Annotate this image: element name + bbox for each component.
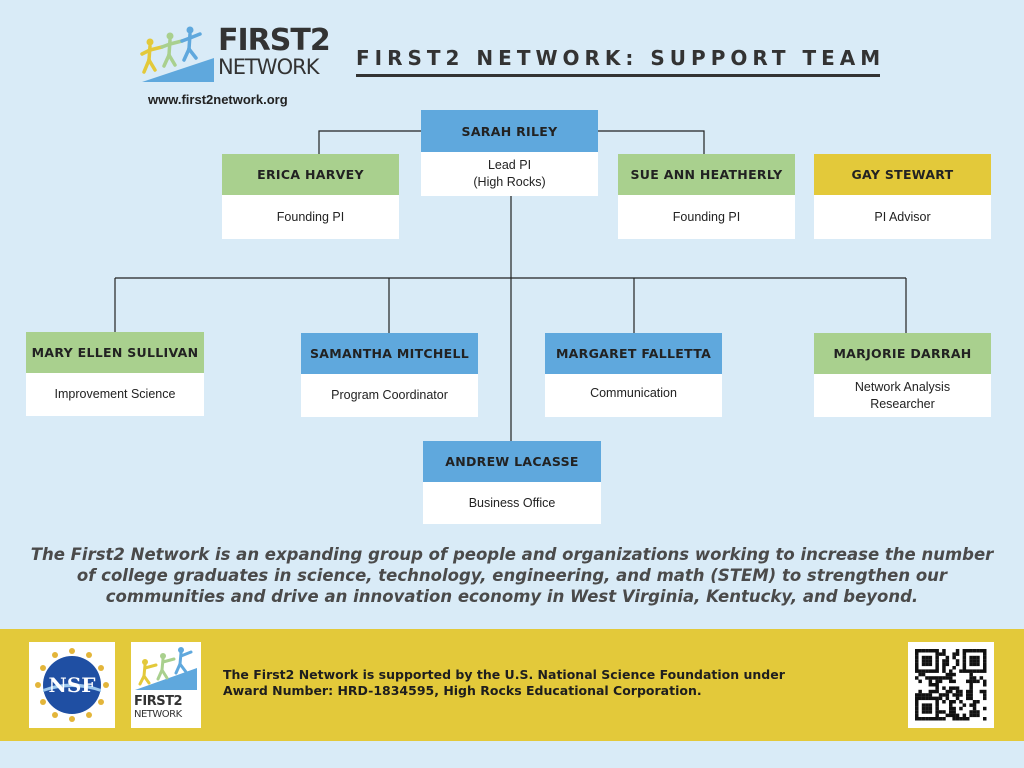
card-role: Business Office <box>468 495 556 510</box>
card-name: SARAH RILEY <box>421 110 598 152</box>
svg-text:NSF: NSF <box>49 673 96 697</box>
logo-line-2: NETWORK <box>218 55 319 79</box>
nsf-logo: NSF <box>29 642 115 728</box>
card-margaret-falletta: MARGARET FALLETTA Communication <box>545 333 722 417</box>
card-erica-harvey: ERICA HARVEY Founding PI <box>222 154 399 239</box>
logo-line-1: FIRST2 <box>218 23 331 58</box>
card-name: GAY STEWART <box>814 154 991 195</box>
first2-network-small-logo: FIRST2 NETWORK <box>131 642 201 728</box>
small-logo-line-1: FIRST2 <box>134 694 183 709</box>
card-sue-ann-heatherly: SUE ANN HEATHERLY Founding PI <box>618 154 795 239</box>
card-role: Founding PI <box>672 209 741 224</box>
small-logo-line-2: NETWORK <box>134 709 182 720</box>
card-role: Lead PI (High Rocks) <box>473 158 546 189</box>
page-title: FIRST2 NETWORK: SUPPORT TEAM <box>356 46 880 77</box>
card-gay-stewart: GAY STEWART PI Advisor <box>814 154 991 239</box>
card-name: SAMANTHA MITCHELL <box>301 333 478 374</box>
card-mary-ellen-sullivan: MARY ELLEN SULLIVAN Improvement Science <box>26 332 204 416</box>
card-role: Communication <box>590 385 677 400</box>
card-name: SUE ANN HEATHERLY <box>618 154 795 195</box>
card-role: Founding PI <box>276 209 345 224</box>
card-role: Program Coordinator <box>331 388 448 402</box>
logo-wordmark: FIRST2 NETWORK <box>218 23 331 79</box>
first2-network-logo <box>140 26 214 82</box>
card-name: MARGARET FALLETTA <box>545 333 722 374</box>
website-link[interactable]: www.first2network.org <box>148 92 288 107</box>
card-role: PI Advisor <box>874 209 931 224</box>
footer-banner: NSF FIRST2 NETWORK The First2 Network is… <box>0 629 1024 741</box>
card-name: ANDREW LACASSE <box>423 441 601 482</box>
nsf-seal-icon: NSF <box>35 648 109 722</box>
card-name: MARY ELLEN SULLIVAN <box>26 332 204 373</box>
card-lead: SARAH RILEY Lead PI (High Rocks) <box>421 110 598 196</box>
card-samantha-mitchell: SAMANTHA MITCHELL Program Coordinator <box>301 333 478 417</box>
card-andrew-lacasse: ANDREW LACASSE Business Office <box>423 441 601 524</box>
card-role: Network Analysis Researcher <box>854 379 951 411</box>
card-name: ERICA HARVEY <box>222 154 399 195</box>
first2-people-icon <box>135 647 197 690</box>
card-name: MARJORIE DARRAH <box>814 333 991 374</box>
card-role: Improvement Science <box>54 387 176 401</box>
card-marjorie-darrah: MARJORIE DARRAH Network Analysis Researc… <box>814 333 991 417</box>
mission-statement: The First2 Network is an expanding group… <box>30 545 994 606</box>
funding-statement: The First2 Network is supported by the U… <box>223 667 785 698</box>
qr-code-icon[interactable] <box>908 642 994 728</box>
